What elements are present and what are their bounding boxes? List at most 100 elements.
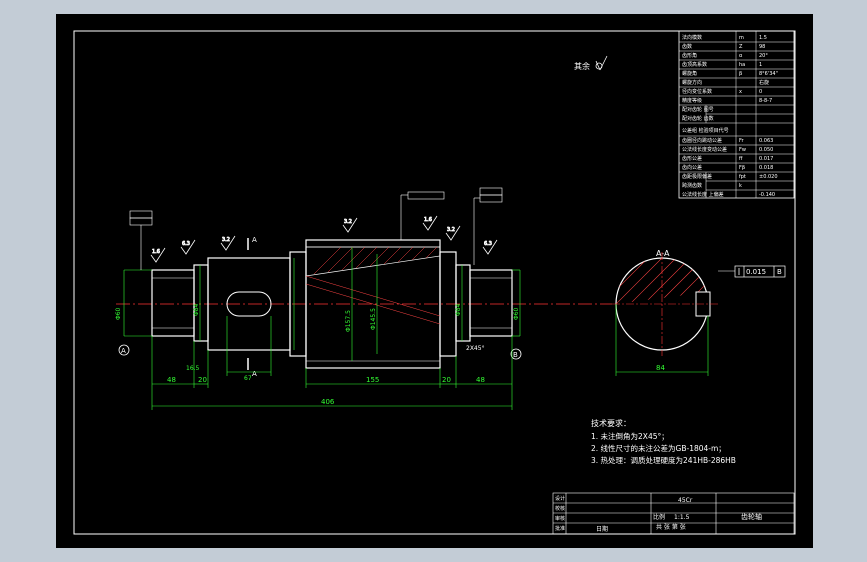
roughness-symbol-icon: [595, 55, 608, 71]
gear-table-label: 径向变位系数: [682, 88, 712, 95]
key-dimension: 84: [656, 364, 665, 372]
title-block: [552, 492, 795, 535]
title-block-label: 审核: [555, 515, 565, 522]
roughness-symbol-icon: [180, 239, 196, 255]
gear-table-label: 跨测齿数: [682, 182, 702, 189]
gear-table-value: 8°6'34": [759, 71, 778, 77]
gear-table-value: 20°: [759, 53, 768, 59]
gear-table-symbol: ha: [739, 62, 745, 68]
dim-diameter: Φ60: [115, 307, 122, 320]
gear-helix-hatch: [305, 246, 441, 325]
roughness-value: 1.6: [152, 249, 160, 255]
roughness-symbol-icon: [482, 239, 498, 255]
scale-label: 比例: [653, 513, 665, 521]
gear-table-label: 公法线长度变动公差: [682, 146, 727, 153]
gear-table-symbol: k: [739, 183, 742, 189]
section-mark-top: A: [252, 236, 257, 244]
svg-text:B: B: [777, 268, 782, 276]
tech-requirements: 技术要求： 1. 未注倒角为2X45°； 2. 线性尺寸的未注公差为GB-180…: [591, 418, 736, 465]
gear-table-label: 螺旋方向: [682, 79, 702, 86]
gear-table-label: 齿距极限偏差: [682, 173, 712, 180]
dim-length: 48: [167, 376, 176, 384]
date-label: 日期: [596, 525, 608, 533]
roughness-value: 3.2: [222, 237, 230, 243]
gear-table-value: 8-8-7: [759, 98, 772, 104]
dim-length: 155: [366, 376, 379, 384]
datum-a-marker: A: [118, 344, 130, 356]
keyway-slot: [226, 291, 272, 317]
gear-table-label: 精度等级: [682, 97, 702, 104]
gear-table-label: 齿向公差: [682, 164, 702, 171]
dim-length: 406: [321, 398, 335, 406]
roughness-symbol-icon: [422, 215, 438, 231]
gear-table-value: 98: [759, 44, 765, 50]
gear-table-symbol: α: [739, 53, 743, 59]
dim-diameter: Φ157.5: [345, 310, 352, 332]
dim-diameter: Φ84: [455, 303, 462, 316]
title-block-label: 设计: [555, 495, 565, 502]
roughness-value: 6.3: [182, 241, 190, 247]
roughness-note: 其余: [574, 61, 590, 71]
dim-length: 20: [198, 376, 207, 384]
gear-parameter-table: [678, 30, 795, 199]
gear-table-label: 齿圈径向跳动公差: [682, 137, 722, 144]
gear-table-symbol: Z: [739, 44, 743, 50]
gear-table-label: 齿形角: [682, 52, 697, 59]
gear-table-value: -0.140: [759, 192, 775, 198]
section-aa-view: [612, 252, 718, 376]
gear-table-value: 右旋: [759, 79, 769, 86]
gear-table-value: ±0.020: [759, 174, 778, 180]
gear-table-label: 齿顶高系数: [682, 61, 707, 68]
datum-b-marker: B: [510, 348, 522, 360]
drawing-border: [73, 30, 796, 535]
roughness-value: 6.3: [484, 241, 492, 247]
dim-diameter: Φ145.5: [370, 308, 377, 330]
gear-table-value: 1.5: [759, 35, 767, 41]
title-block-label: 校核: [555, 505, 565, 512]
tech-title: 技术要求：: [591, 418, 631, 428]
gear-table-symbol: ff: [739, 156, 743, 162]
material-label: 45Cr: [678, 497, 693, 504]
gear-table-symbol: fpt: [739, 174, 746, 180]
gear-table-label: 螺旋角: [682, 70, 697, 77]
tech-item-3: 3. 热处理：调质处理硬度为241HB-286HB: [591, 455, 736, 465]
svg-text:A: A: [121, 347, 126, 355]
gear-table-symbol: β: [739, 71, 742, 77]
gear-table-symbol: x: [739, 89, 742, 95]
roughness-value: 1.6: [424, 217, 432, 223]
title-block-label: 批准: [555, 525, 565, 532]
roughness-symbol-icon: [445, 225, 461, 241]
gear-table-value: 0.050: [759, 147, 773, 153]
dim-length: 16.5: [186, 365, 200, 372]
gear-table-label: 法向模数: [682, 34, 702, 41]
svg-text:0.015: 0.015: [746, 268, 766, 276]
gear-table-label: 配对齿轮 图号: [682, 106, 714, 113]
scale-value: 1:1.5: [674, 514, 690, 521]
dim-length: 67: [244, 375, 252, 382]
dim-diameter: Φ60: [513, 307, 520, 320]
gear-table-label: 齿数: [682, 43, 692, 50]
gear-table-symbol: Fr: [739, 138, 745, 144]
section-title: A-A: [656, 249, 670, 258]
gear-table-label: 公差组 检验项目代号: [682, 127, 729, 134]
gear-table-label: 齿形公差: [682, 155, 702, 162]
roughness-symbol-icon: [220, 235, 236, 251]
tech-item-1: 1. 未注倒角为2X45°；: [591, 431, 669, 441]
gear-table-value: 0: [759, 89, 762, 95]
dim-diameter: Φ84: [193, 303, 200, 316]
shaft-outline: [151, 239, 513, 369]
sheet-label: 共 张 第 张: [656, 523, 686, 531]
roughness-value: 3.2: [447, 227, 455, 233]
tech-item-2: 2. 线性尺寸的未注公差为GB-1804-m；: [591, 443, 726, 453]
dim-length: 48: [476, 376, 485, 384]
roughness-symbol-icon: [342, 217, 358, 233]
runout-frame: 0.015 B: [718, 265, 786, 278]
section-mark-bottom: A: [252, 370, 257, 378]
roughness-value: 3.2: [344, 219, 352, 225]
gear-table-symbol: m: [739, 35, 744, 41]
dimension-lines: [123, 247, 521, 410]
gear-table-label: 配对齿轮 齿数: [682, 115, 714, 122]
